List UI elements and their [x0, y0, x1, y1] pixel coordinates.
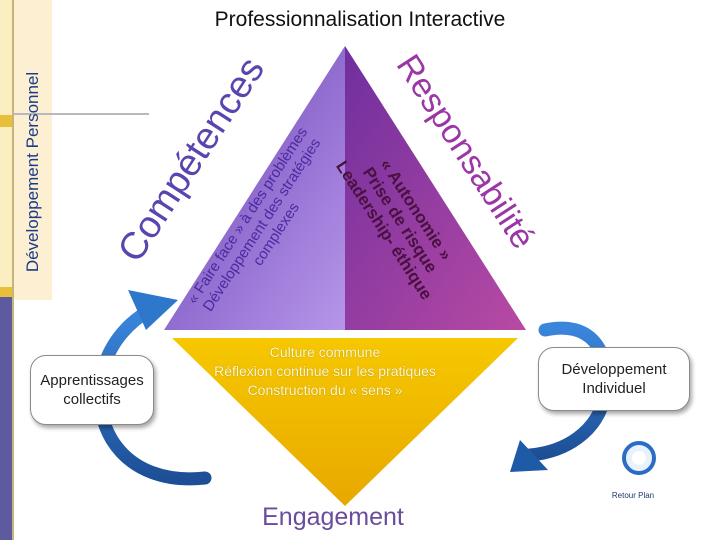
culture-line-3: Construction du « sens » [247, 382, 403, 398]
apprentissages-box: Apprentissages collectifs [30, 355, 154, 425]
right-cycle-arrowhead [510, 440, 548, 472]
header-rule [14, 113, 149, 115]
logo-core [632, 451, 646, 465]
culture-description: Culture commune Réflexion continue sur l… [180, 343, 470, 400]
developpement-individuel-label: Développement Individuel [561, 361, 667, 397]
sidebar-line [12, 0, 14, 540]
culture-line-2: Réflexion continue sur les pratiques [214, 363, 436, 379]
sidebar-accent-bar [0, 0, 12, 540]
triangle-bottom [172, 338, 518, 506]
developpement-individuel-box: Développement Individuel [538, 347, 690, 411]
left-cycle-arrowhead [128, 290, 178, 330]
triangle-left-half [164, 46, 345, 330]
sidebar-orange-block [14, 0, 52, 300]
page-title: Professionnalisation Interactive [214, 8, 506, 31]
retour-plan-label[interactable]: Retour Plan [611, 491, 655, 500]
triangle-right-half [345, 46, 526, 330]
engagement-label: Engagement [262, 503, 404, 531]
apprentissages-label: Apprentissages collectifs [40, 372, 144, 408]
culture-line-1: Culture commune [269, 344, 381, 360]
left-cycle-arrow [93, 303, 212, 486]
